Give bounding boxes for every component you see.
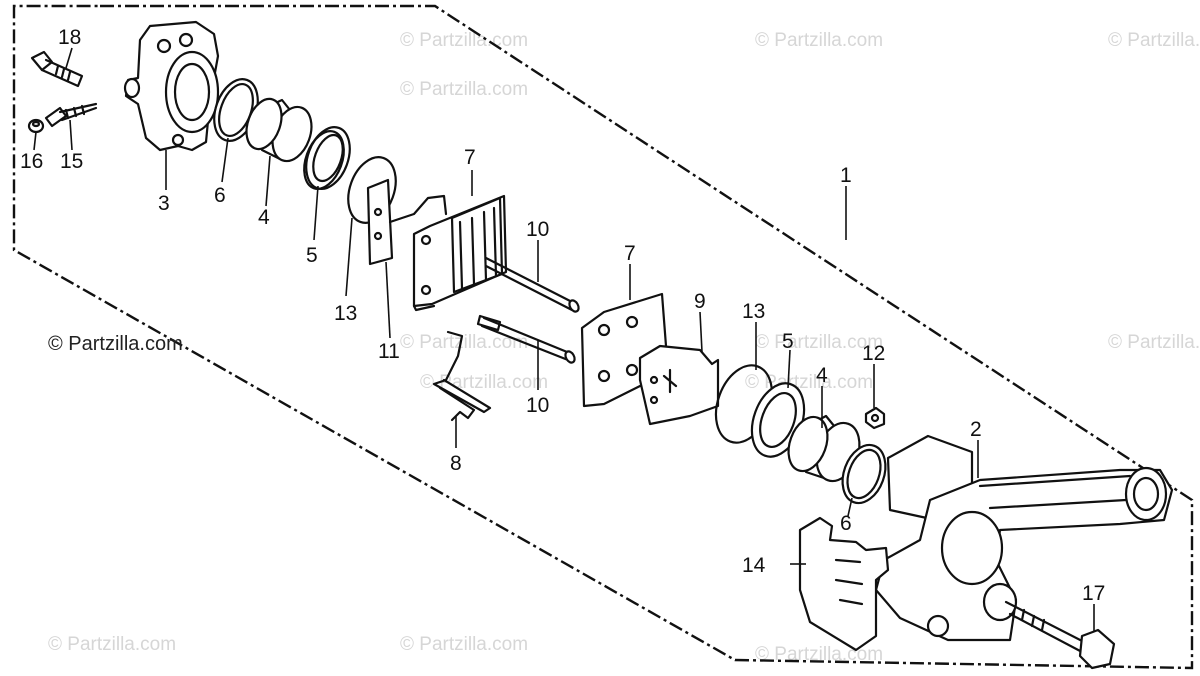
callout-2: 2 xyxy=(970,418,982,441)
callout-18: 18 xyxy=(58,26,81,49)
callout-5-lower: 5 xyxy=(782,330,794,353)
callout-10-lower: 10 xyxy=(526,394,549,417)
bleeder-screw-15 xyxy=(44,102,98,128)
copyright-credit: © Partzilla.com xyxy=(48,333,183,355)
callout-14: 14 xyxy=(742,554,766,577)
watermark: © Partzilla.com xyxy=(755,30,883,51)
shim-9 xyxy=(638,344,720,426)
callout-6-lower: 6 xyxy=(840,512,852,535)
callout-15: 15 xyxy=(60,150,83,173)
bolt-17 xyxy=(1004,600,1116,670)
watermark: © Partzilla.com xyxy=(48,634,176,655)
pad-pin-10-upper xyxy=(484,256,580,313)
brake-pad-7-upper xyxy=(412,194,508,312)
piston-4-upper xyxy=(245,97,313,163)
piston-4-lower xyxy=(787,414,861,483)
watermark: © Partzilla.com xyxy=(400,332,528,353)
watermark: © Partzilla.com xyxy=(1108,30,1200,51)
callout-17: 17 xyxy=(1082,582,1105,605)
callout-6-upper: 6 xyxy=(214,184,226,207)
callout-10-upper: 10 xyxy=(526,218,549,241)
caliper-body-2 xyxy=(874,434,1174,642)
callout-9: 9 xyxy=(694,290,706,313)
caliper-body-3 xyxy=(123,20,220,152)
pad-pin-10-lower xyxy=(476,314,576,364)
watermark: © Partzilla.com xyxy=(420,372,548,393)
pad-holder-14 xyxy=(798,516,890,652)
seal-6-lower xyxy=(841,443,887,505)
callout-1: 1 xyxy=(840,164,852,187)
callout-7-lower: 7 xyxy=(624,242,636,265)
watermark: © Partzilla.com xyxy=(1108,332,1200,353)
watermark: © Partzilla.com xyxy=(400,634,528,655)
cap-16 xyxy=(27,118,45,134)
shim-11 xyxy=(366,178,448,266)
callout-12: 12 xyxy=(862,342,885,365)
callout-5-upper: 5 xyxy=(306,244,318,267)
watermark: © Partzilla.com xyxy=(745,372,873,393)
callout-8: 8 xyxy=(450,452,462,475)
callout-3: 3 xyxy=(158,192,170,215)
retainer-ring-13-upper xyxy=(347,156,397,224)
bolt-18 xyxy=(30,50,84,88)
watermark: © Partzilla.com xyxy=(400,30,528,51)
pad-spring-8 xyxy=(432,330,492,422)
callout-13-lower: 13 xyxy=(742,300,765,323)
nut-12 xyxy=(864,406,886,430)
callout-7-upper: 7 xyxy=(464,146,476,169)
callout-16: 16 xyxy=(20,150,43,173)
callout-labels: 18 15 16 3 6 4 5 13 11 7 10 10 8 7 9 13 … xyxy=(20,26,1105,605)
watermark: © Partzilla.com xyxy=(755,332,883,353)
watermark-layer: © Partzilla.com © Partzilla.com © Partzi… xyxy=(48,30,1200,665)
callout-11: 11 xyxy=(378,340,400,363)
callout-13-upper: 13 xyxy=(334,302,357,325)
watermark: © Partzilla.com xyxy=(400,79,528,100)
assembly-outline xyxy=(12,4,1194,670)
callout-4-lower: 4 xyxy=(816,364,828,387)
leader-lines xyxy=(33,47,1095,632)
callout-4-upper: 4 xyxy=(258,206,270,229)
